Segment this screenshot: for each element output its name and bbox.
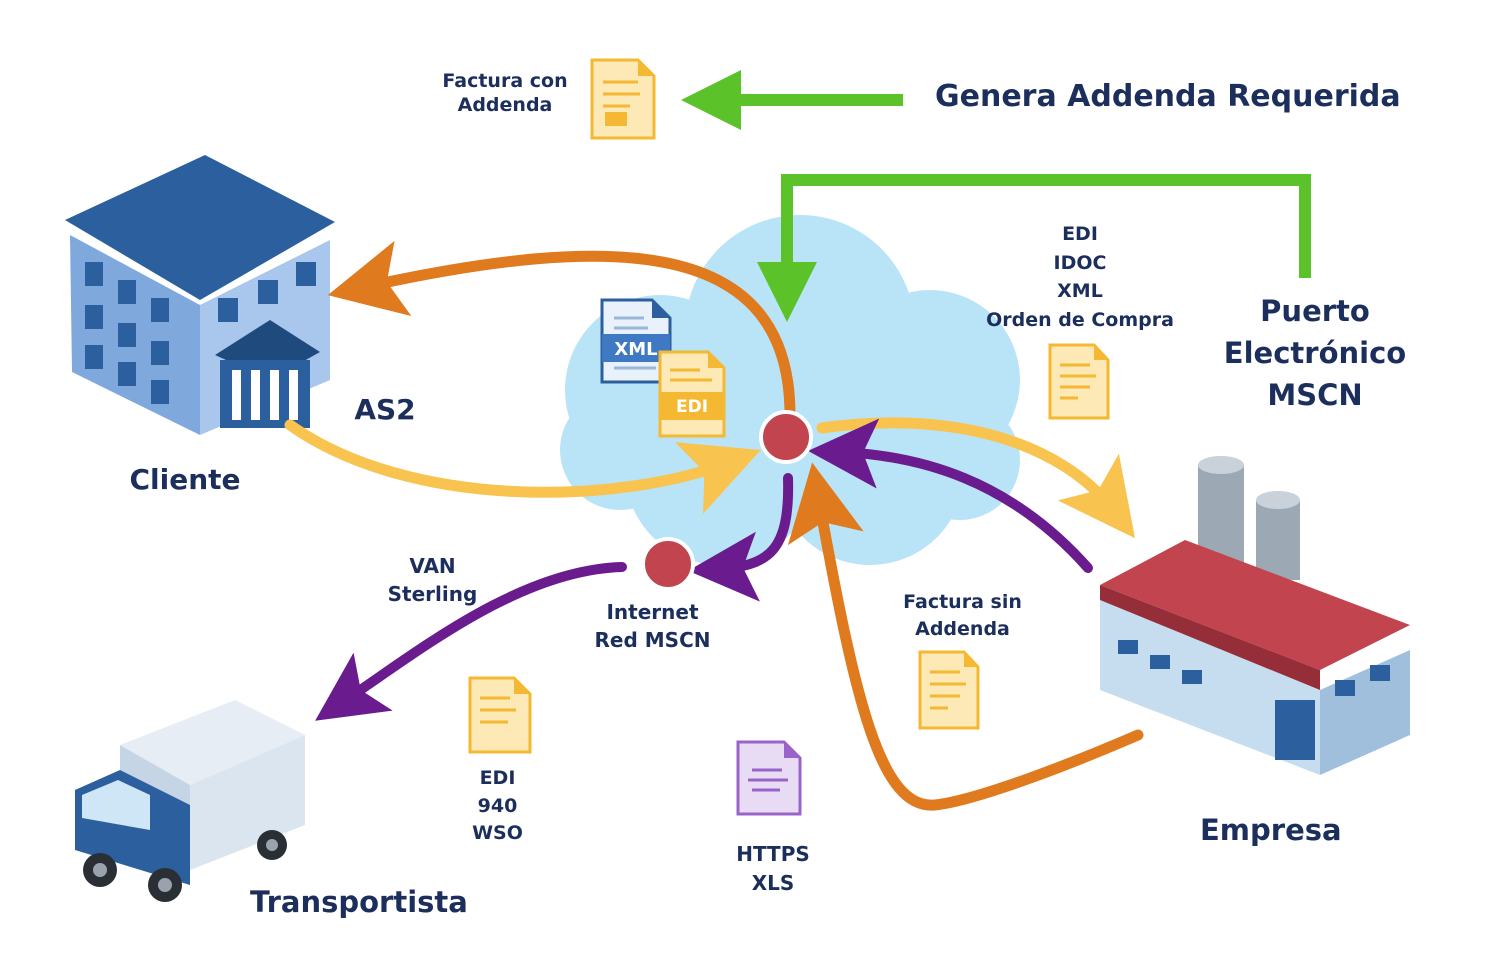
yellow-arrow-client-to-cloud bbox=[284, 419, 761, 514]
truck-icon bbox=[75, 700, 305, 902]
orange-arrow-to-client bbox=[327, 240, 796, 421]
doc-https-xls-icon bbox=[736, 740, 802, 816]
factura-con-addenda-icon bbox=[590, 58, 656, 140]
carrier-format-edi: EDI bbox=[479, 767, 516, 789]
internet-line-1: Internet bbox=[606, 600, 699, 624]
puerto-label: Puerto Electrónico MSCN bbox=[1215, 290, 1415, 416]
internet-line-2: Red MSCN bbox=[594, 628, 711, 652]
carrier-formats-label: EDI 940 WSO bbox=[465, 765, 530, 848]
doc-factura-sin-addenda-icon bbox=[918, 650, 980, 730]
doc-edi-940-icon bbox=[468, 676, 532, 754]
genera-addenda-title: Genera Addenda Requerida bbox=[935, 79, 1401, 114]
xml-file-label: XML bbox=[614, 339, 657, 360]
factura-con-line-2: Addenda bbox=[457, 93, 553, 116]
edi-file-icon: EDI bbox=[658, 350, 726, 438]
as2-label: AS2 bbox=[354, 393, 416, 426]
van-sterling-label: VAN Sterling bbox=[380, 552, 485, 608]
factura-sin-line-1: Factura sin bbox=[903, 591, 1022, 613]
purple-arrow-cloud-to-internet bbox=[688, 473, 794, 602]
green-arrow-port-to-cloud bbox=[757, 174, 1311, 322]
orange-arrow-factory-to-cloud bbox=[787, 462, 1144, 811]
puerto-line-2: Electrónico bbox=[1223, 336, 1407, 371]
empresa-label: Empresa bbox=[1200, 813, 1342, 847]
cloud-node bbox=[759, 410, 813, 464]
carrier-format-wso: WSO bbox=[472, 822, 523, 845]
internet-node bbox=[641, 537, 695, 591]
van-line: VAN bbox=[409, 554, 456, 578]
factory-icon bbox=[1100, 456, 1410, 775]
puerto-line-1: Puerto bbox=[1260, 294, 1370, 328]
edi-file-label: EDI bbox=[676, 397, 708, 417]
factura-sin-addenda-label: Factura sin Addenda bbox=[895, 589, 1030, 642]
factura-con-line-1: Factura con bbox=[442, 70, 568, 92]
xml-file-icon: XML bbox=[600, 298, 672, 384]
doc-format-edi: EDI bbox=[1062, 223, 1098, 245]
client-building-icon bbox=[65, 155, 335, 435]
cliente-label: Cliente bbox=[129, 463, 241, 496]
puerto-line-3: MSCN bbox=[1267, 378, 1363, 413]
doc-format-idoc: IDOC bbox=[1053, 251, 1107, 274]
doc-format-orden: Orden de Compra bbox=[986, 308, 1174, 331]
carrier-format-940: 940 bbox=[477, 794, 518, 817]
doc-format-xml: XML bbox=[1057, 280, 1103, 302]
transportista-label: Transportista bbox=[250, 885, 468, 919]
xls-line: XLS bbox=[751, 871, 795, 895]
factura-sin-line-2: Addenda bbox=[915, 617, 1010, 640]
purple-arrow-factory-to-cloud bbox=[808, 418, 1093, 573]
doc-formats-label: EDI IDOC XML Orden de Compra bbox=[985, 220, 1175, 334]
doc-orden-compra-icon bbox=[1048, 343, 1110, 420]
factura-con-addenda-label: Factura con Addenda bbox=[440, 70, 570, 118]
purple-arrow-internet-to-truck bbox=[315, 562, 627, 721]
https-line: HTTPS bbox=[736, 842, 810, 866]
internet-label: Internet Red MSCN bbox=[585, 598, 720, 654]
https-xls-label: HTTPS XLS bbox=[728, 840, 818, 898]
sterling-line: Sterling bbox=[387, 582, 478, 606]
